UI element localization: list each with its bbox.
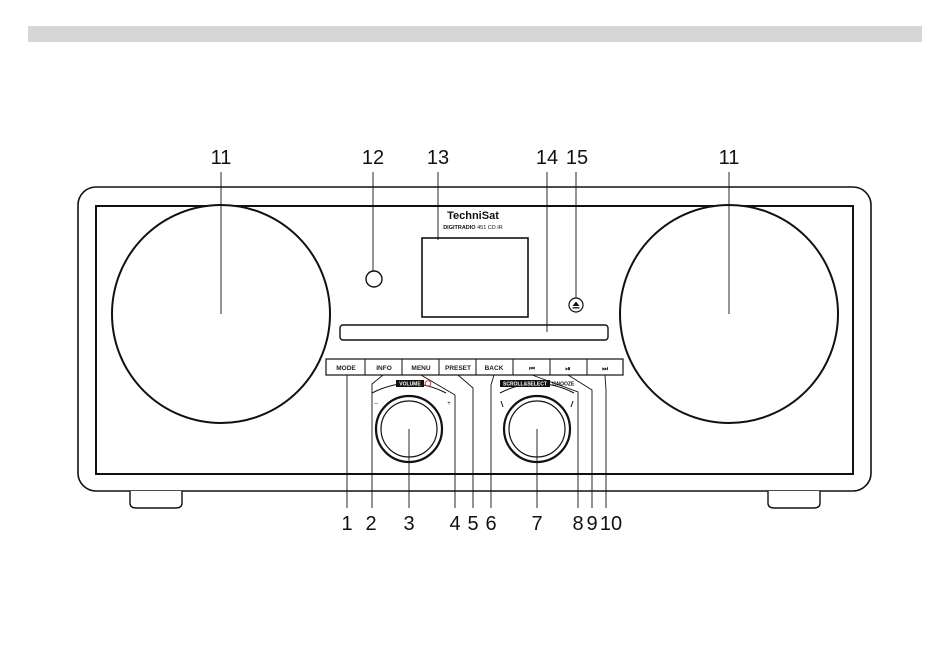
callout-1: 1 bbox=[341, 513, 352, 535]
scroll-select-label: SCROLL&SELECT bbox=[503, 382, 547, 388]
callout-8: 8 bbox=[572, 513, 583, 535]
callout-13: 13 bbox=[427, 147, 449, 169]
callout-15: 15 bbox=[566, 147, 588, 169]
callout-7: 7 bbox=[531, 513, 542, 535]
volume-plus-label: + bbox=[447, 401, 451, 407]
callout-2: 2 bbox=[365, 513, 376, 535]
previous-button[interactable]: ⏮ bbox=[529, 366, 535, 373]
brand-logo: TechniSat bbox=[447, 210, 499, 222]
callout-14: 14 bbox=[536, 147, 558, 169]
callout-3: 3 bbox=[403, 513, 414, 535]
preset-button[interactable]: PRESET bbox=[445, 365, 471, 372]
model-label: DIGITRADIO 451 CD IR bbox=[443, 225, 503, 231]
play-pause-button[interactable]: ⏯ bbox=[565, 366, 570, 373]
menu-button[interactable]: MENU bbox=[411, 365, 430, 372]
mode-button[interactable]: MODE bbox=[336, 365, 356, 372]
callout-4: 4 bbox=[449, 513, 460, 535]
volume-label: VOLUME bbox=[399, 382, 421, 388]
next-button[interactable]: ⏭ bbox=[602, 366, 608, 373]
cd-slot bbox=[340, 325, 608, 340]
ir-sensor bbox=[366, 271, 382, 287]
callout-10: 10 bbox=[600, 513, 622, 535]
info-button[interactable]: INFO bbox=[376, 365, 392, 372]
display-screen bbox=[422, 238, 528, 317]
callout-12: 12 bbox=[362, 147, 384, 169]
callout-9: 9 bbox=[586, 513, 597, 535]
eject-button[interactable] bbox=[569, 298, 583, 312]
back-button[interactable]: BACK bbox=[485, 365, 504, 372]
foot-right bbox=[768, 491, 820, 508]
callout-11-right: 11 bbox=[719, 147, 740, 169]
button-strip bbox=[326, 359, 623, 375]
callout-5: 5 bbox=[467, 513, 478, 535]
foot-left bbox=[130, 491, 182, 508]
callout-11-left: 11 bbox=[211, 147, 232, 169]
callout-6: 6 bbox=[485, 513, 496, 535]
